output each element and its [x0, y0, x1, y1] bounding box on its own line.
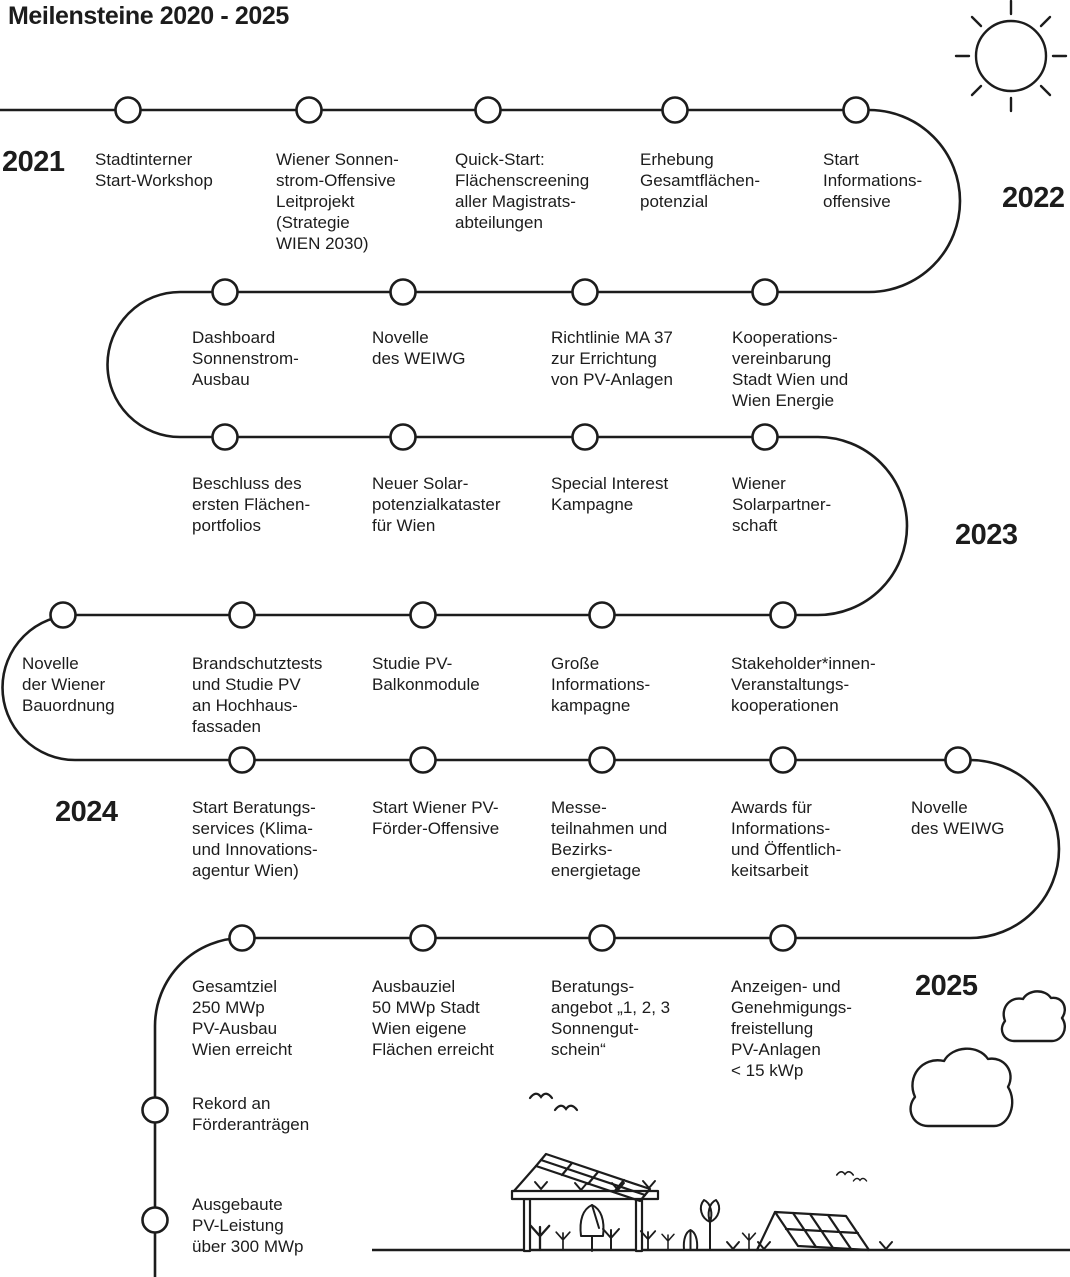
milestone-label: Beschluss des ersten Flächen- portfolios [192, 474, 311, 535]
birds-icon [528, 1092, 868, 1182]
timeline-path [0, 108, 1061, 1277]
milestone-node [751, 278, 779, 306]
milestone-label: Richtlinie MA 37 zur Errichtung von PV-A… [551, 328, 673, 389]
milestone-node [588, 601, 616, 629]
milestone-label: Messe- teilnahmen und Bezirks- energieta… [551, 798, 668, 880]
milestone-node [211, 423, 239, 451]
milestone-node [474, 96, 502, 124]
milestone-label: Stadtinterner Start-Workshop [95, 150, 213, 190]
milestone-node [228, 924, 256, 952]
milestone-node [769, 924, 797, 952]
milestone-node [944, 746, 972, 774]
milestone-label: Novelle des WEIWG [372, 328, 466, 368]
milestone-label: Studie PV- Balkonmodule [372, 654, 480, 694]
year-label-2024: 2024 [55, 796, 118, 828]
milestone-label: Start Beratungs- services (Klima- und In… [192, 798, 318, 880]
milestone-node [409, 924, 437, 952]
cloud-icon [909, 1047, 1014, 1128]
milestone-label: Novelle der Wiener Bauordnung [22, 654, 115, 715]
milestone-node [661, 96, 689, 124]
milestone-node [114, 96, 142, 124]
milestone-node [571, 423, 599, 451]
milestone-label: Quick-Start: Flächenscreening aller Magi… [455, 150, 590, 232]
milestone-label: Start Wiener PV- Förder-Offensive [372, 798, 500, 838]
milestone-label: Ausbauziel 50 MWp Stadt Wien eigene Fläc… [372, 977, 494, 1059]
milestone-label: Anzeigen- und Genehmigungs- freistellung… [731, 977, 852, 1080]
milestone-label: Ausgebaute PV-Leistung über 300 MWp [192, 1195, 304, 1256]
milestone-node [842, 96, 870, 124]
milestone-label: Erhebung Gesamtflächen- potenzial [640, 150, 760, 211]
solar-carport-illustration [510, 1152, 660, 1253]
year-label-2022: 2022 [1002, 182, 1065, 214]
milestone-label: Awards für Informations- und Öffentlich-… [731, 798, 842, 880]
milestone-node [211, 278, 239, 306]
milestone-node [228, 601, 256, 629]
milestone-label: Rekord an Förderanträgen [192, 1094, 310, 1134]
milestone-label: Dashboard Sonnenstrom- Ausbau [192, 328, 299, 389]
milestone-node [769, 746, 797, 774]
milestone-node [588, 746, 616, 774]
year-label-2021: 2021 [2, 146, 65, 178]
milestone-node [751, 423, 779, 451]
milestone-label: Novelle des WEIWG [911, 798, 1005, 838]
milestone-label: Kooperations- vereinbarung Stadt Wien un… [732, 328, 849, 410]
milestone-label: Wiener Solarpartner- schaft [732, 474, 832, 535]
milestone-node [141, 1096, 169, 1124]
milestone-label: Gesamtziel 250 MWp PV-Ausbau Wien erreic… [192, 977, 293, 1059]
milestone-node [49, 601, 77, 629]
year-label-2023: 2023 [955, 519, 1018, 551]
milestone-node [228, 746, 256, 774]
milestone-label: Start Informations- offensive [823, 150, 923, 211]
milestone-label: Große Informations- kampagne [551, 654, 651, 715]
milestone-nodes [49, 96, 972, 1234]
milestone-label: Brandschutztests und Studie PV an Hochha… [192, 654, 323, 736]
milestone-node [295, 96, 323, 124]
milestone-label: Neuer Solar- potenzialkataster für Wien [372, 474, 501, 535]
milestone-node [389, 423, 417, 451]
milestone-node [571, 278, 599, 306]
sun-icon [954, 0, 1068, 113]
milestone-label: Wiener Sonnen- strom-Offensive Leitproje… [276, 150, 399, 253]
milestone-node [769, 601, 797, 629]
page-title: Meilensteine 2020 - 2025 [8, 2, 289, 30]
milestone-label: Special Interest Kampagne [551, 474, 669, 514]
cloud-icon [1000, 990, 1066, 1043]
milestone-label: Stakeholder*innen- Veranstaltungs- koope… [731, 654, 876, 715]
milestone-label: Beratungs- angebot „1, 2, 3 Sonnengut- s… [551, 977, 671, 1059]
ground-solar-array-illustration [755, 1210, 871, 1252]
milestone-node [409, 746, 437, 774]
milestone-node [141, 1206, 169, 1234]
plants-illustration [529, 1199, 893, 1252]
milestone-node [588, 924, 616, 952]
milestone-node [389, 278, 417, 306]
milestone-node [409, 601, 437, 629]
year-label-2025: 2025 [915, 970, 978, 1002]
